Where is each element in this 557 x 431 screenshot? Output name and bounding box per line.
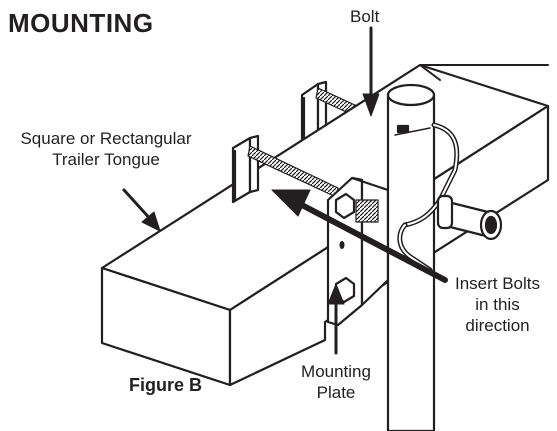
label-arrows bbox=[122, 26, 448, 355]
insert-bolts-label-line-3: direction bbox=[465, 316, 530, 335]
insert-bolts-label-line-2: in this bbox=[475, 295, 520, 314]
mounting-plate-label-line-1: Mounting bbox=[301, 362, 371, 381]
figure-caption: Figure B bbox=[129, 375, 203, 395]
trailer-tongue-label-line-2: Trailer Tongue bbox=[52, 150, 160, 169]
trailer-tongue-label: Square or Rectangular Trailer Tongue bbox=[0, 128, 212, 170]
insert-bolts-label-line-1: Insert Bolts bbox=[454, 274, 541, 293]
trailer-tongue-label-line-1: Square or Rectangular bbox=[20, 129, 192, 148]
insert-bolts-label: Insert Bolts in this direction bbox=[440, 273, 555, 336]
crank-handle bbox=[397, 122, 503, 273]
mounting-plate-label: Mounting Plate bbox=[280, 361, 392, 403]
mounting-plate-label-line-2: Plate bbox=[316, 383, 356, 402]
page-title: MOUNTING bbox=[8, 8, 154, 38]
bolt-label: Bolt bbox=[350, 7, 380, 26]
front-bracket bbox=[231, 134, 260, 204]
